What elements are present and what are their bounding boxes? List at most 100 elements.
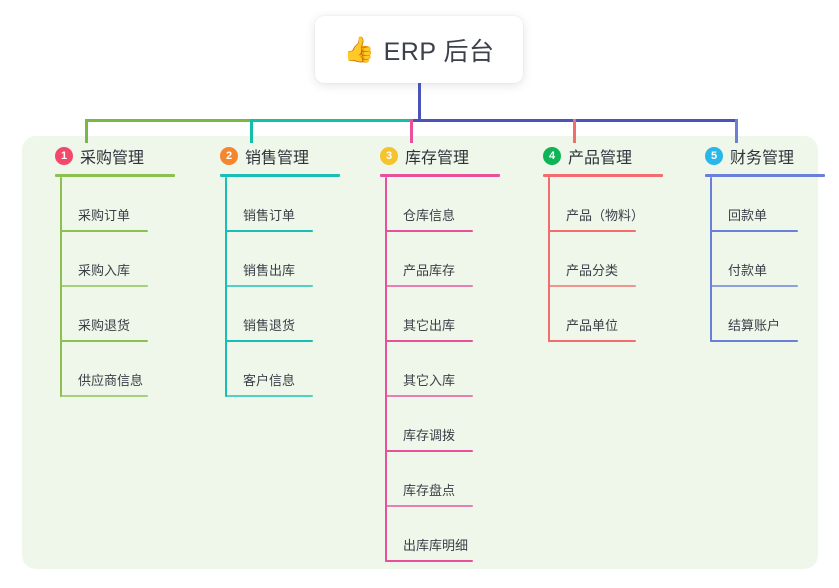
branch-column-3: 3 库存管理仓库信息产品库存其它出库其它入库库存调拨库存盘点出库库明细 [365,143,515,562]
branch-item-underline [385,230,473,232]
branch-number-badge: 5 [705,147,723,165]
branch-item-label: 仓库信息 [403,208,456,223]
thumbs-up-icon: 👍 [343,36,375,64]
branch-item-label: 产品库存 [403,263,456,278]
branches-panel [22,136,818,569]
branch-item-list: 回款单付款单结算账户 [710,177,839,342]
branch-item-underline [548,340,636,342]
branch-item-label: 其它出库 [403,318,456,333]
connector-stem [417,83,421,122]
branch-header-2[interactable]: 2 销售管理 [205,143,355,169]
connector-bus-segment-2 [250,119,410,122]
branch-item-underline [710,285,798,287]
branch-item[interactable]: 销售退货 [225,287,355,342]
branch-item-label: 采购退货 [78,318,131,333]
branch-spine [710,177,712,342]
branch-item-label: 产品单位 [566,318,619,333]
branch-item-underline [225,340,313,342]
branch-item-underline [225,230,313,232]
branch-item[interactable]: 供应商信息 [60,342,190,397]
branch-title: 产品管理 [568,150,633,167]
branch-item-underline [385,560,473,562]
branch-number-badge: 3 [380,147,398,165]
branch-item[interactable]: 结算账户 [710,287,839,342]
branch-item-underline [548,230,636,232]
branch-item[interactable]: 产品分类 [548,232,678,287]
connector-stub-1 [85,119,88,143]
branch-item-label: 供应商信息 [78,373,144,388]
branch-item-list: 仓库信息产品库存其它出库其它入库库存调拨库存盘点出库库明细 [385,177,515,562]
branch-item-label: 产品分类 [566,263,619,278]
branch-spine [225,177,227,397]
branch-item[interactable]: 销售订单 [225,177,355,232]
branch-item-label: 采购订单 [78,208,131,223]
branch-item[interactable]: 回款单 [710,177,839,232]
branch-item-label: 付款单 [728,263,768,278]
branch-item[interactable]: 客户信息 [225,342,355,397]
branch-item[interactable]: 其它入库 [385,342,515,397]
branch-item-underline [225,395,313,397]
connector-bus-segment-1 [85,119,250,122]
branch-number-badge: 4 [543,147,561,165]
branch-item-label: 销售订单 [243,208,296,223]
branch-item[interactable]: 采购入库 [60,232,190,287]
branch-item-label: 销售退货 [243,318,296,333]
branch-item-underline [385,395,473,397]
branch-item-underline [60,230,148,232]
branch-item-underline [710,340,798,342]
root-node-erp-backend[interactable]: 👍 ERP 后台 [315,16,523,83]
branch-number-badge: 1 [55,147,73,165]
branch-item[interactable]: 出库库明细 [385,507,515,562]
connector-bus-segment-3 [410,119,735,122]
branch-item-list: 采购订单采购入库采购退货供应商信息 [60,177,190,397]
branch-number-badge: 2 [220,147,238,165]
branch-item[interactable]: 采购退货 [60,287,190,342]
branch-item-label: 库存盘点 [403,483,456,498]
branch-spine [548,177,550,342]
branch-spine [385,177,387,562]
branch-header-3[interactable]: 3 库存管理 [365,143,515,169]
branch-item-underline [710,230,798,232]
branch-column-2: 2 销售管理销售订单销售出库销售退货客户信息 [205,143,355,397]
branch-item[interactable]: 采购订单 [60,177,190,232]
branch-item[interactable]: 销售出库 [225,232,355,287]
branch-header-underline [380,174,500,177]
branch-item-label: 其它入库 [403,373,456,388]
branch-item-label: 回款单 [728,208,768,223]
branch-item-label: 出库库明细 [403,538,469,553]
branch-item-label: 产品（物料） [566,208,645,223]
branch-item-underline [225,285,313,287]
branch-header-4[interactable]: 4 产品管理 [528,143,678,169]
root-node-title: ERP 后台 [383,37,495,66]
branch-item[interactable]: 库存调拨 [385,397,515,452]
branch-header-underline [220,174,340,177]
branch-item[interactable]: 仓库信息 [385,177,515,232]
branch-title: 销售管理 [245,150,310,167]
branch-item-underline [60,340,148,342]
branch-item-underline [385,450,473,452]
branch-title: 库存管理 [405,150,470,167]
branch-item[interactable]: 付款单 [710,232,839,287]
branch-item-underline [385,285,473,287]
branch-item-underline [385,505,473,507]
connector-stub-5 [735,119,738,143]
branch-item[interactable]: 其它出库 [385,287,515,342]
branch-item-label: 结算账户 [728,318,781,333]
branch-item-label: 销售出库 [243,263,296,278]
branch-header-underline [55,174,175,177]
branch-item-underline [385,340,473,342]
branch-header-underline [543,174,663,177]
connector-stub-2 [250,119,253,143]
branch-item-list: 产品（物料） 产品分类产品单位 [548,177,678,342]
branch-item[interactable]: 产品（物料） [548,177,678,232]
branch-item[interactable]: 库存盘点 [385,452,515,507]
connector-stub-3 [410,119,413,143]
branch-item[interactable]: 产品库存 [385,232,515,287]
branch-item[interactable]: 产品单位 [548,287,678,342]
branch-item-label: 采购入库 [78,263,131,278]
branch-item-underline [60,395,148,397]
